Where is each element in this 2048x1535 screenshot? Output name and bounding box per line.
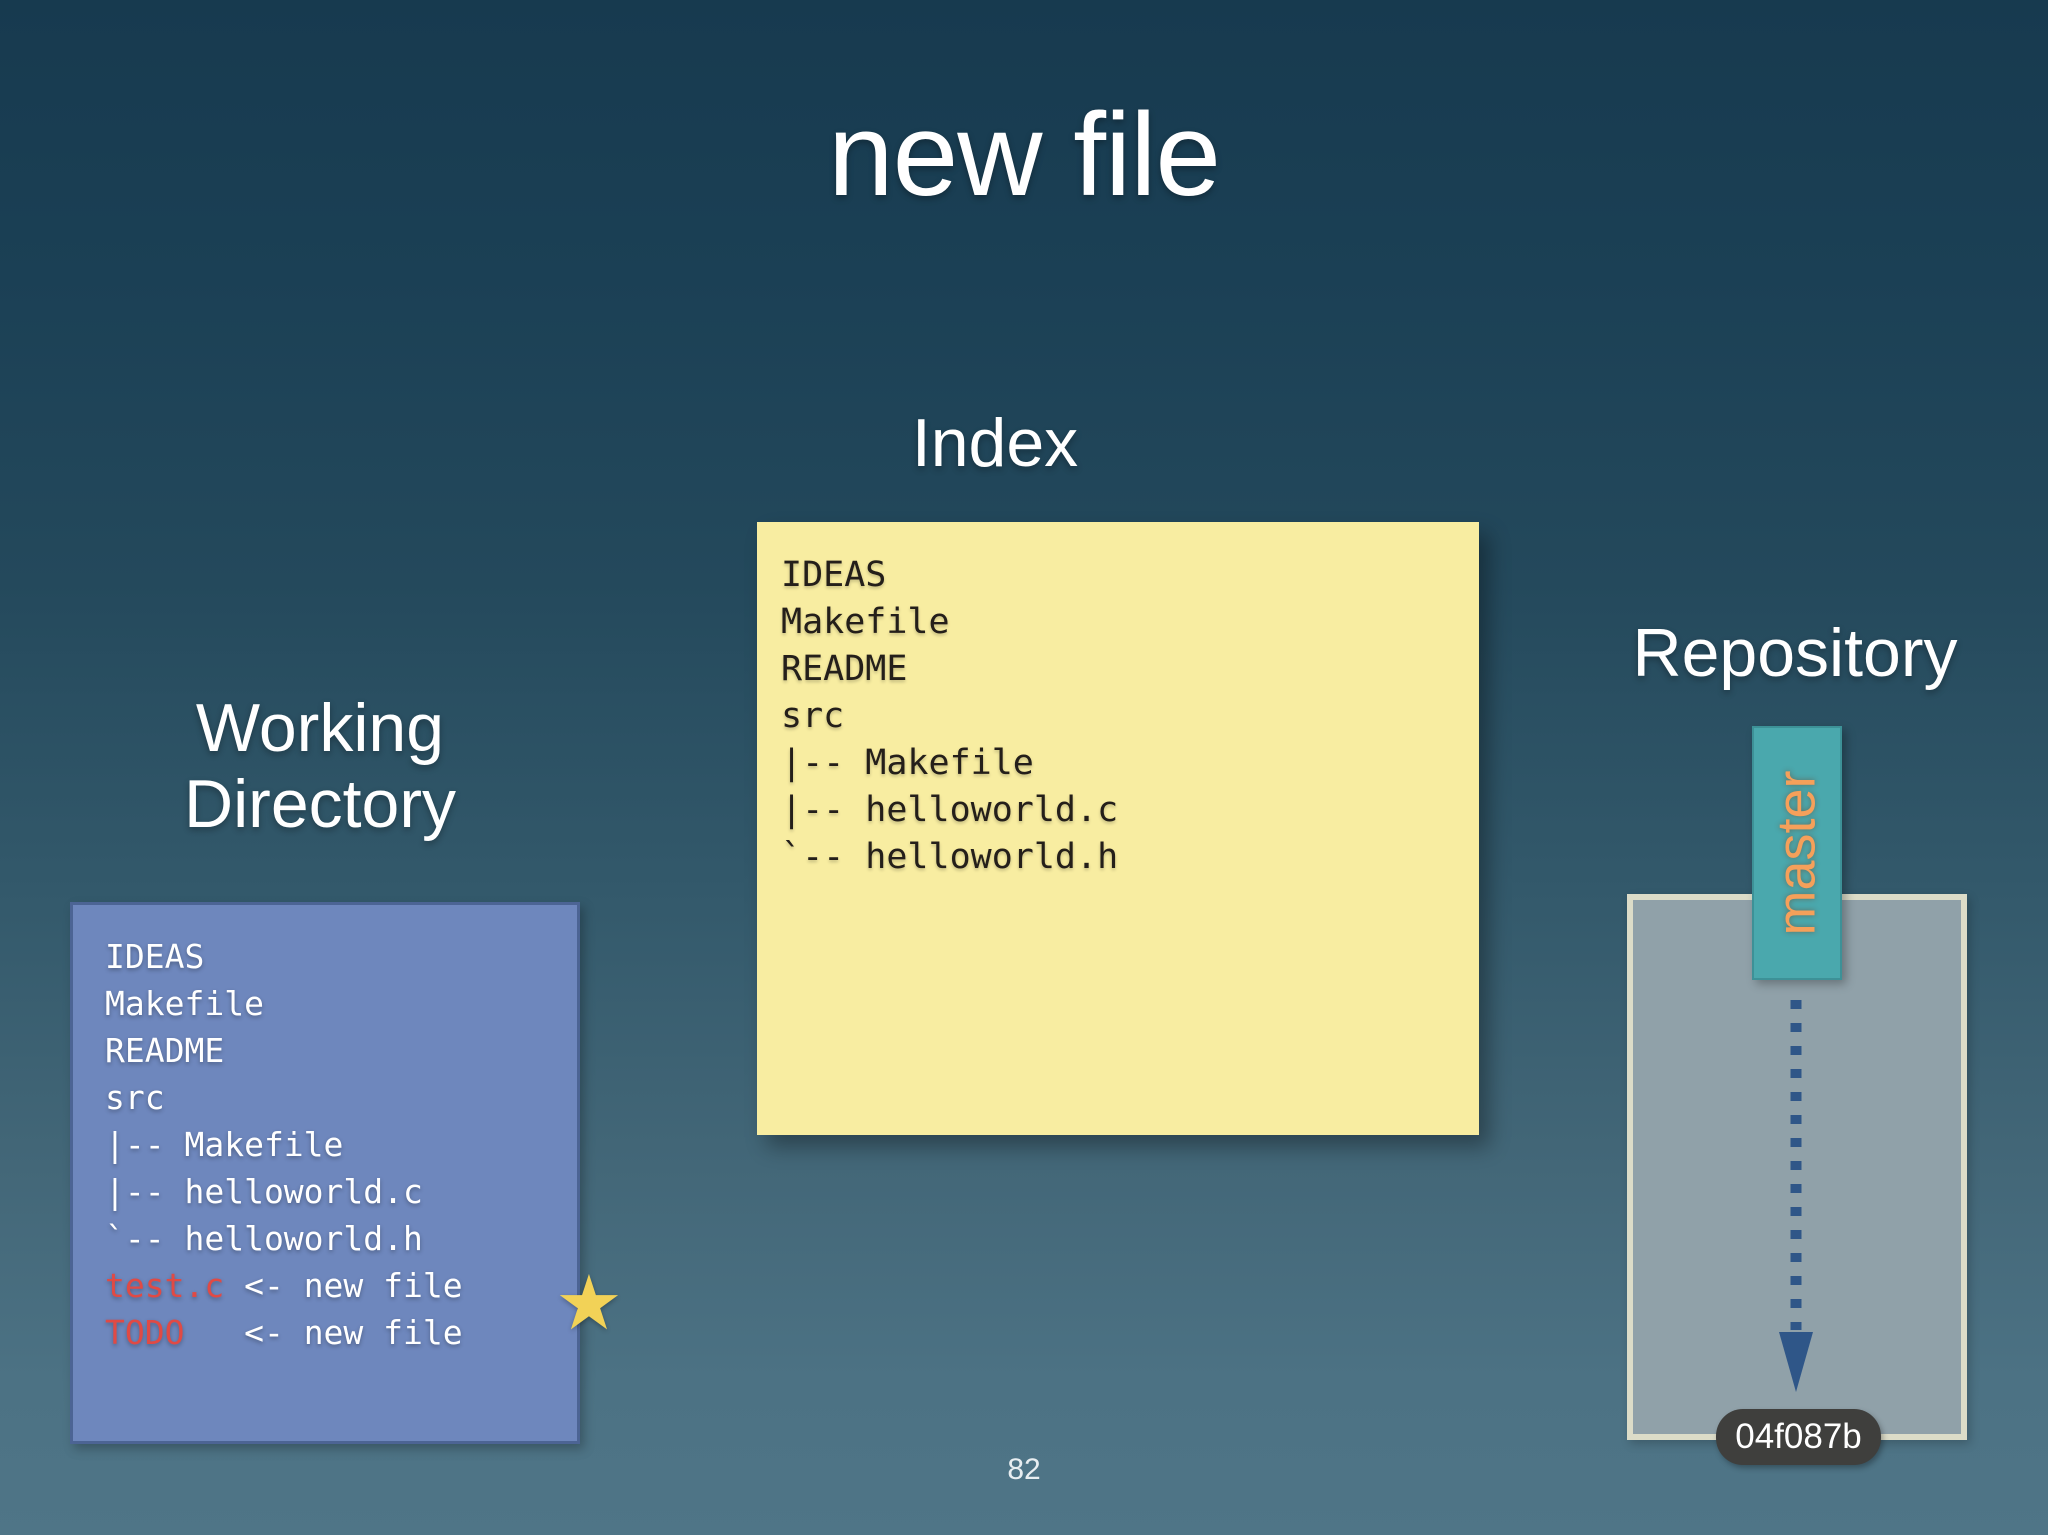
working-directory-new-file-line: TODO <- new file xyxy=(105,1309,577,1356)
index-heading: Index xyxy=(911,405,1079,481)
index-note: IDEAS Makefile README src |-- Makefile |… xyxy=(757,522,1479,1135)
working-directory-line: src xyxy=(105,1078,165,1117)
working-directory-line: IDEAS xyxy=(105,937,205,976)
new-file-name: test.c xyxy=(105,1266,225,1305)
star-icon: ★ xyxy=(554,1261,624,1346)
working-directory-heading-line1: Working xyxy=(195,690,445,766)
page-title: new file xyxy=(827,89,1221,221)
working-directory-box: IDEAS Makefile README src |-- Makefile |… xyxy=(70,902,580,1444)
index-line: |-- Makefile xyxy=(781,743,1034,783)
new-file-name: TODO xyxy=(105,1313,225,1352)
working-directory-new-file-line: test.c <- new file xyxy=(105,1262,577,1309)
page-number: 82 xyxy=(1007,1453,1041,1486)
index-line: `-- helloworld.h xyxy=(781,837,1119,877)
working-directory-heading-line2: Directory xyxy=(183,766,457,843)
commit-node: 04f087b xyxy=(1716,1409,1881,1465)
index-line: IDEAS xyxy=(781,555,887,595)
index-line: Makefile xyxy=(781,602,950,642)
branch-label-text: master xyxy=(1767,770,1828,936)
working-directory-line: `-- helloworld.h xyxy=(105,1219,423,1258)
index-line: |-- helloworld.c xyxy=(781,790,1119,830)
working-directory-line: Makefile xyxy=(105,984,264,1023)
working-directory-line: |-- Makefile xyxy=(105,1125,344,1164)
repository-heading: Repository xyxy=(1632,615,1958,691)
working-directory-heading: Working Directory xyxy=(60,690,580,842)
new-file-annotation: <- new file xyxy=(224,1313,463,1352)
branch-to-commit-arrow-icon xyxy=(1779,1000,1813,1392)
branch-label-master: master xyxy=(1752,726,1842,980)
working-directory-line: README xyxy=(105,1031,225,1070)
new-file-annotation: <- new file xyxy=(224,1266,463,1305)
index-line: README xyxy=(781,649,908,689)
index-line: src xyxy=(781,696,845,736)
working-directory-line: |-- helloworld.c xyxy=(105,1172,423,1211)
